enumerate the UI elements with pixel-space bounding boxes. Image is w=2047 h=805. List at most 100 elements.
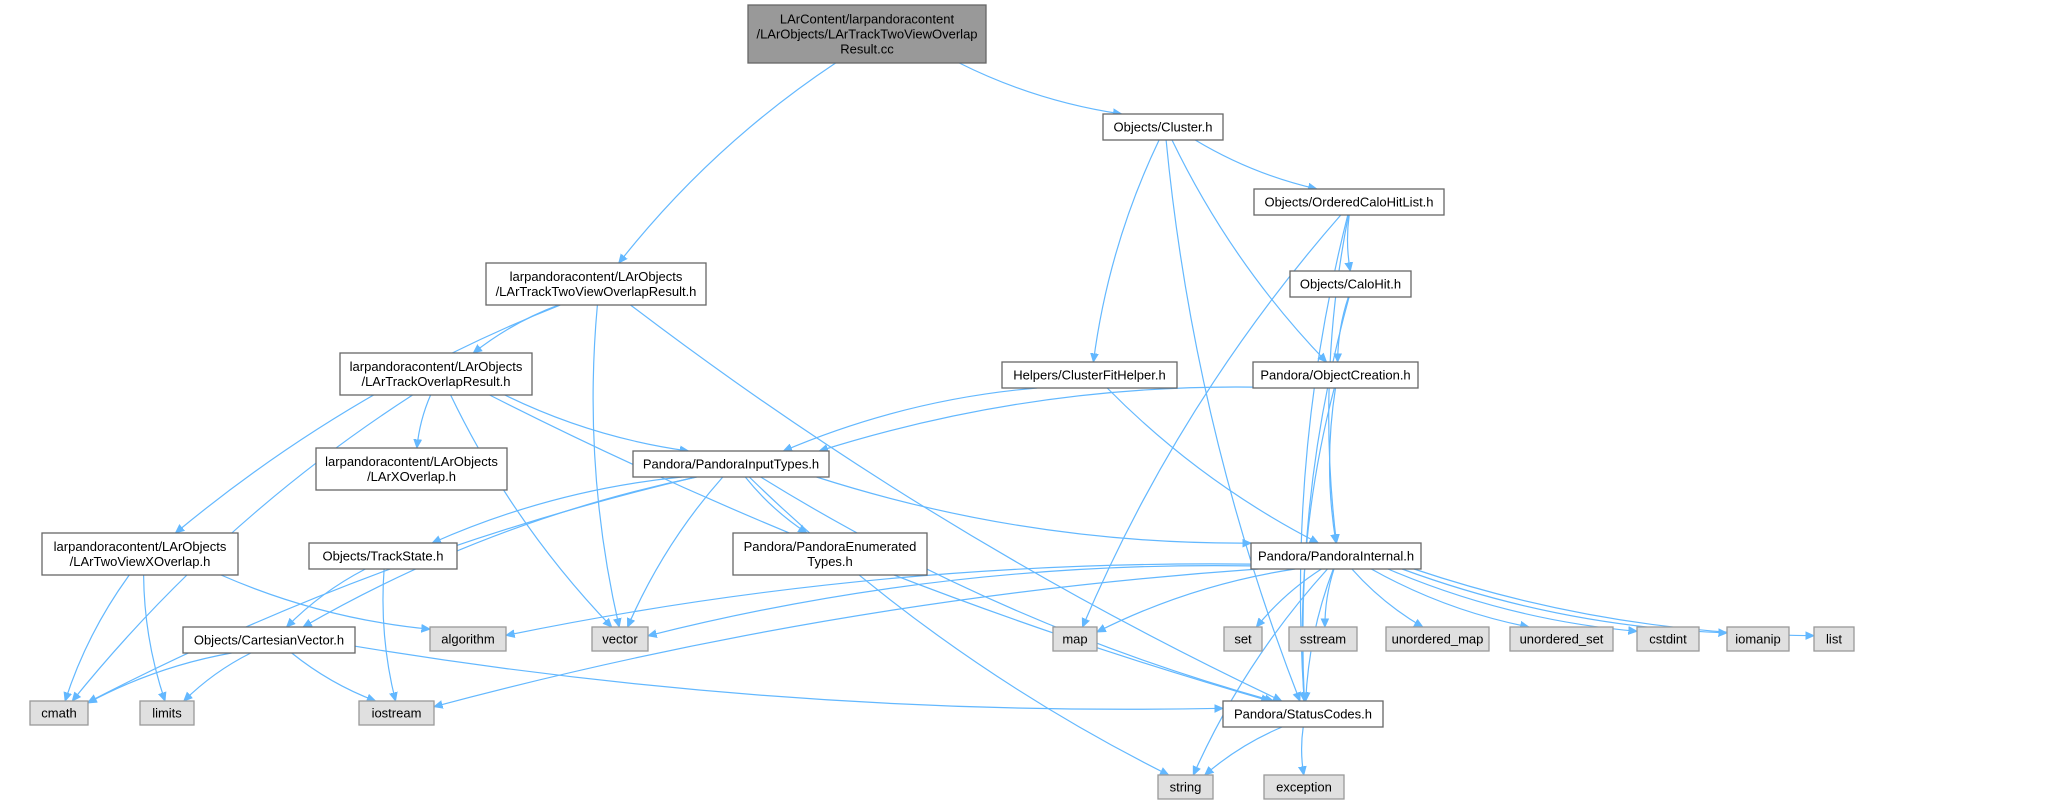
node-box xyxy=(1252,361,1419,389)
edge-clusterfithelper-to-pandorainternal xyxy=(1106,387,1318,543)
edge-cartesianvector-to-cmath xyxy=(88,652,232,703)
node-sstream: sstream xyxy=(1288,626,1358,652)
edge-orderedcalohitlist-to-calohit xyxy=(1347,214,1350,271)
edge-trackoverlapresult-to-inputtypes xyxy=(504,394,689,451)
node-box xyxy=(1385,626,1490,652)
node-cartesianvector[interactable]: Objects/CartesianVector.h xyxy=(182,626,356,654)
node-exception: exception xyxy=(1263,774,1345,800)
node-box xyxy=(1250,542,1422,570)
node-box xyxy=(1102,113,1224,141)
node-limits: limits xyxy=(139,700,195,726)
node-label: larpandoracontent/LArObjects xyxy=(54,539,227,554)
node-twoviewoverlapresult[interactable]: larpandoracontent/LArObjects/LArTrackTwo… xyxy=(485,262,707,306)
node-root[interactable]: LArContent/larpandoracontent/LArObjects/… xyxy=(747,4,987,64)
edge-pandorainternal-to-string xyxy=(1192,568,1328,775)
edge-twoviewoverlapresult-to-statuscodes xyxy=(630,304,1282,702)
node-label: iomanip xyxy=(1735,632,1781,647)
edge-twoviewoverlapresult-to-trackoverlapresult xyxy=(473,304,559,353)
node-label: Pandora/ObjectCreation.h xyxy=(1260,368,1410,383)
node-box xyxy=(315,447,508,491)
node-box xyxy=(732,532,928,576)
node-box xyxy=(1289,270,1412,298)
node-label: unordered_set xyxy=(1520,632,1604,647)
edge-root-to-cluster xyxy=(959,62,1121,114)
node-list: list xyxy=(1813,626,1855,652)
node-label: cstdint xyxy=(1649,632,1687,647)
node-label: larpandoracontent/LArObjects xyxy=(510,269,683,284)
node-box xyxy=(591,626,649,652)
node-iostream: iostream xyxy=(358,700,435,726)
node-box xyxy=(1288,626,1358,652)
node-twoviewxoverlap[interactable]: larpandoracontent/LArObjects/LArTwoViewX… xyxy=(41,532,239,576)
node-inputtypes[interactable]: Pandora/PandoraInputTypes.h xyxy=(632,450,830,478)
edges-layer xyxy=(65,62,1814,775)
node-label: Pandora/PandoraInternal.h xyxy=(1258,549,1414,564)
node-box xyxy=(1052,626,1098,652)
node-box xyxy=(485,262,707,306)
node-box xyxy=(1222,700,1384,728)
node-box xyxy=(1263,774,1345,800)
node-label: larpandoracontent/LArObjects xyxy=(350,359,523,374)
edge-inputtypes-to-pandorainternal xyxy=(816,476,1252,543)
edge-pandorainternal-to-list xyxy=(1413,568,1814,636)
node-box xyxy=(339,352,533,396)
edge-inputtypes-to-statuscodes xyxy=(760,476,1274,701)
node-box xyxy=(139,700,195,726)
node-cstdint: cstdint xyxy=(1636,626,1700,652)
edge-objectcreation-to-inputtypes xyxy=(819,386,1254,451)
edge-pandorainternal-to-unordered_set xyxy=(1371,568,1529,627)
edge-pandorainternal-to-iomanip xyxy=(1401,568,1727,633)
node-cluster[interactable]: Objects/Cluster.h xyxy=(1102,113,1224,141)
node-trackstate[interactable]: Objects/TrackState.h xyxy=(308,542,458,570)
node-label: Objects/Cluster.h xyxy=(1114,120,1213,135)
edge-inputtypes-to-cartesianvector xyxy=(303,476,698,627)
node-xoverlap[interactable]: larpandoracontent/LArObjects/LArXOverlap… xyxy=(315,447,508,491)
node-trackoverlapresult[interactable]: larpandoracontent/LArObjects/LArTrackOve… xyxy=(339,352,533,396)
node-set: set xyxy=(1223,626,1263,652)
edge-clusterfithelper-to-inputtypes xyxy=(783,387,1038,451)
edge-pandorainternal-to-cstdint xyxy=(1387,568,1637,631)
node-cmath: cmath xyxy=(29,700,89,726)
node-box xyxy=(182,626,356,654)
node-label: exception xyxy=(1276,780,1332,795)
node-label: /LArXOverlap.h xyxy=(367,469,456,484)
edge-cluster-to-objectcreation xyxy=(1171,139,1327,362)
node-label: /LArTrackOverlapResult.h xyxy=(361,374,510,389)
node-orderedcalohitlist[interactable]: Objects/OrderedCaloHitList.h xyxy=(1253,188,1445,216)
node-objectcreation[interactable]: Pandora/ObjectCreation.h xyxy=(1252,361,1419,389)
node-box xyxy=(1223,626,1263,652)
edge-inputtypes-to-vector xyxy=(628,476,724,627)
edge-twoviewoverlapresult-to-twoviewxoverlap xyxy=(176,304,561,533)
node-label: Objects/TrackState.h xyxy=(323,549,444,564)
node-calohit[interactable]: Objects/CaloHit.h xyxy=(1289,270,1412,298)
edge-pandorainternal-to-map xyxy=(1097,568,1296,633)
node-unordered-map: unordered_map xyxy=(1385,626,1490,652)
node-label: sstream xyxy=(1300,632,1346,647)
node-box xyxy=(308,542,458,570)
node-box xyxy=(1813,626,1855,652)
node-iomanip: iomanip xyxy=(1726,626,1790,652)
node-label: list xyxy=(1826,632,1842,647)
nodes-layer: LArContent/larpandoracontent/LArObjects/… xyxy=(29,4,1855,800)
node-box xyxy=(429,626,507,652)
node-statuscodes[interactable]: Pandora/StatusCodes.h xyxy=(1222,700,1384,728)
node-clusterfithelper[interactable]: Helpers/ClusterFitHelper.h xyxy=(1001,361,1178,389)
node-pandorainternal[interactable]: Pandora/PandoraInternal.h xyxy=(1250,542,1422,570)
node-label: /LArObjects/LArTrackTwoViewOverlap xyxy=(756,27,977,42)
node-label: /LArTrackTwoViewOverlapResult.h xyxy=(496,284,697,299)
edge-trackstate-to-iostream xyxy=(382,568,396,701)
node-label: Objects/OrderedCaloHitList.h xyxy=(1264,195,1433,210)
edge-pandorainternal-to-vector xyxy=(648,565,1252,636)
node-label: cmath xyxy=(41,706,76,721)
node-box xyxy=(358,700,435,726)
edge-statuscodes-to-exception xyxy=(1302,726,1304,775)
edge-twoviewoverlapresult-to-vector xyxy=(592,304,619,627)
node-box xyxy=(1509,626,1614,652)
node-label: Result.cc xyxy=(840,42,894,57)
node-box xyxy=(29,700,89,726)
edge-cartesianvector-to-limits xyxy=(184,652,252,701)
node-label: map xyxy=(1062,632,1087,647)
edge-objectcreation-to-pandorainternal xyxy=(1328,387,1336,543)
edge-cartesianvector-to-statuscodes xyxy=(354,645,1223,709)
